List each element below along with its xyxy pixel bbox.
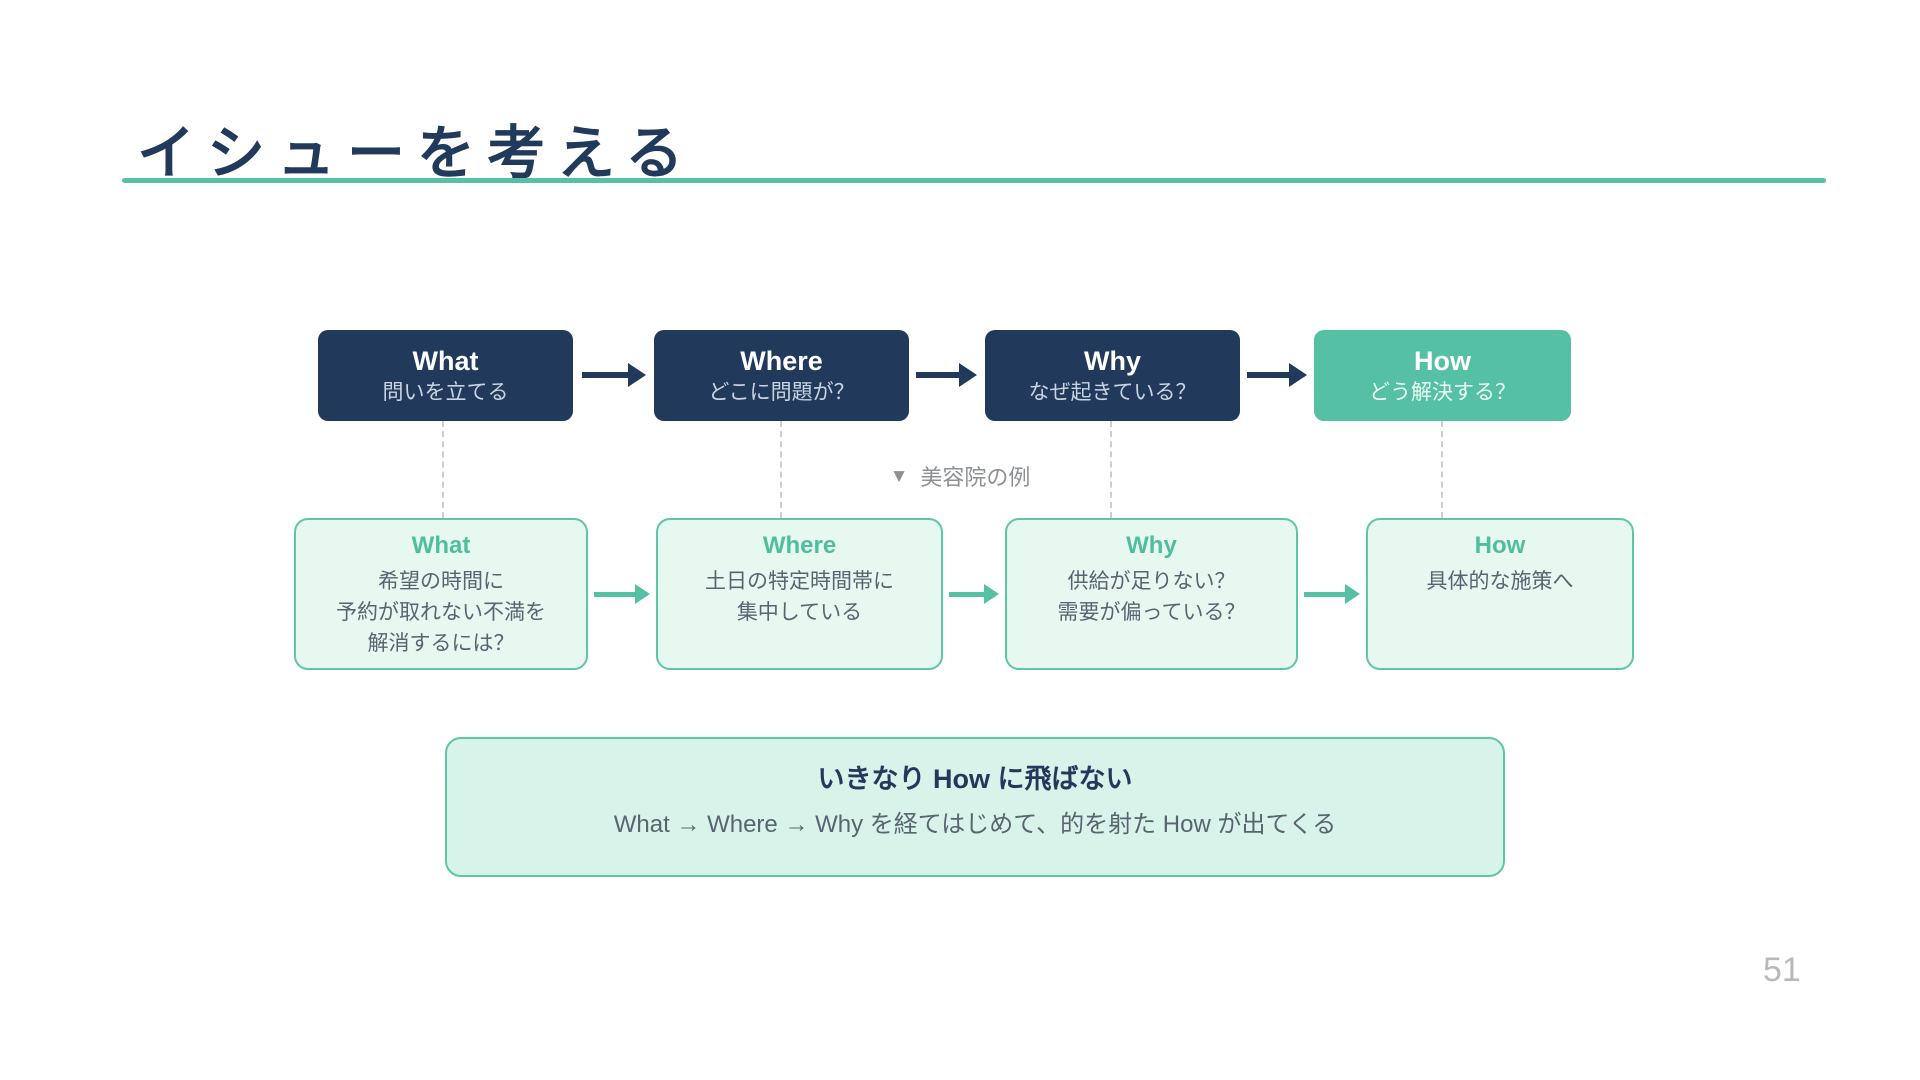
example-box-label: What [411, 532, 471, 559]
arrow-head [984, 584, 999, 604]
flow-box-what: What 問いを立てる [318, 330, 573, 421]
flow-box-label: How [1414, 345, 1471, 376]
title-underline [122, 178, 1826, 183]
flow-box-label: Where [740, 345, 823, 376]
arrow-head [628, 363, 646, 387]
note-body: What → Where → Why を経てはじめて、的を射た How が出てく… [613, 810, 1337, 838]
example-box-why: Why 供給が足りない？ 需要が偏っている？ [1005, 518, 1298, 670]
example-box-line: 集中している [736, 601, 863, 625]
arrow-shaft [1247, 372, 1289, 378]
arrow-shaft [582, 372, 628, 378]
arrow-head [1345, 584, 1360, 604]
example-box-how: How 具体的な施策へ [1366, 518, 1634, 670]
arrow-head [959, 363, 977, 387]
page-title: イシューを考える [137, 120, 696, 186]
flow-box-sublabel: どう解決する？ [1369, 381, 1516, 405]
flow-box-sublabel: 問いを立てる [382, 381, 509, 405]
page-number: 51 [1763, 951, 1801, 989]
flow-box-label: What [412, 345, 479, 376]
example-box-label: Where [762, 532, 837, 559]
note-box: いきなり How に飛ばない What → Where → Why を経てはじめ… [445, 737, 1505, 877]
down-triangle-icon: ▼ [889, 465, 909, 487]
flow-box-label: Why [1084, 345, 1141, 376]
arrow-right-icon [949, 584, 999, 604]
flow-box-how: How どう解決する？ [1314, 330, 1571, 421]
example-box-line: 需要が偏っている？ [1057, 601, 1246, 625]
arrow-right-icon [582, 363, 646, 387]
arrow-shaft [1304, 591, 1345, 597]
flow-box-sublabel: なぜ起きている？ [1028, 381, 1197, 405]
arrow-shaft [949, 591, 984, 597]
arrow-right-icon [916, 363, 977, 387]
dashed-connector [780, 421, 782, 518]
dashed-connector [442, 421, 444, 518]
arrow-right-icon [594, 584, 650, 604]
example-box-what: What 希望の時間に 予約が取れない不満を 解消するには？ [294, 518, 588, 670]
dashed-connector [1110, 421, 1112, 518]
example-box-line: 予約が取れない不満を [336, 601, 546, 625]
example-box-line: 具体的な施策へ [1426, 570, 1574, 594]
dashed-connector [1441, 421, 1443, 518]
arrow-head [635, 584, 650, 604]
example-box-where: Where 土日の特定時間帯に 集中している [656, 518, 943, 670]
example-box-label: Why [1126, 532, 1177, 559]
note-heading: いきなり How に飛ばない [817, 764, 1133, 794]
flow-box-where: Where どこに問題が？ [654, 330, 909, 421]
example-box-line: 供給が足りない？ [1067, 570, 1236, 594]
arrow-shaft [594, 591, 635, 597]
example-box-line: 希望の時間に [378, 570, 504, 594]
example-box-line: 土日の特定時間帯に [705, 570, 894, 594]
arrow-head [1289, 363, 1307, 387]
example-box-line: 解消するには？ [367, 632, 515, 656]
arrow-shaft [916, 372, 959, 378]
example-label-text: 美容院の例 [920, 465, 1031, 490]
example-section-label: ▼ 美容院の例 [890, 460, 1031, 492]
example-box-label: How [1474, 532, 1526, 559]
flow-box-why: Why なぜ起きている？ [985, 330, 1240, 421]
arrow-right-icon [1247, 363, 1307, 387]
flow-box-sublabel: どこに問題が？ [708, 381, 855, 405]
arrow-right-icon [1304, 584, 1360, 604]
